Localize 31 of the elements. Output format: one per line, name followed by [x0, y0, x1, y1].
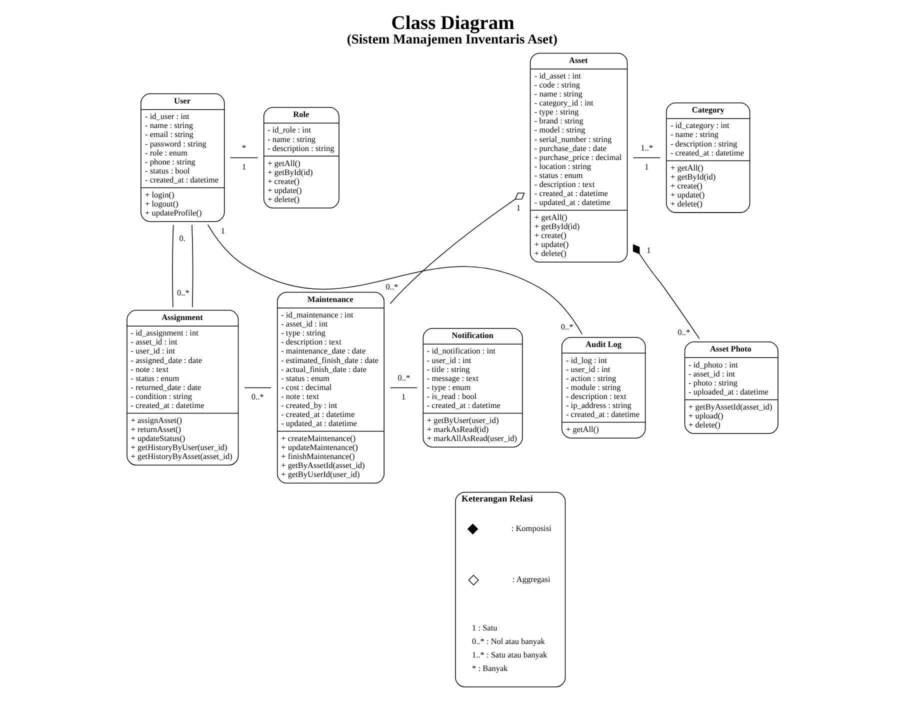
connector	[172, 224, 174, 308]
label: 1..*	[640, 143, 654, 152]
connector	[207, 224, 582, 335]
label: 1	[220, 226, 225, 236]
legend-label: : Komposisi	[511, 524, 552, 534]
connector	[192, 224, 194, 308]
connector	[390, 192, 525, 304]
label: 0..*	[251, 392, 264, 402]
label: 0..*	[386, 282, 398, 292]
connector	[632, 157, 661, 158]
legend-label: 1 : Satu	[472, 623, 498, 632]
connector	[390, 387, 418, 388]
label: 1	[242, 162, 246, 172]
label: 0..*	[398, 373, 410, 382]
label: 0..*	[678, 328, 690, 337]
label: 1	[644, 162, 649, 172]
connector	[230, 157, 258, 158]
diagram-title: Class Diagram	[391, 13, 514, 34]
label: 1	[401, 392, 406, 402]
label: 1	[516, 204, 520, 213]
label: 0..*	[177, 288, 190, 298]
label: *	[242, 143, 246, 152]
label: 1	[646, 246, 651, 255]
legend-label: 0..* : Nol atau banyak	[472, 636, 545, 646]
label: 0..*	[560, 322, 574, 332]
legend-label: 1..* : Satu atau banyak	[472, 650, 548, 660]
connector	[244, 387, 272, 388]
legend-label: : Aggregasi	[512, 575, 550, 584]
label: 0.	[179, 234, 186, 243]
connector	[632, 244, 700, 340]
legend-label: * : Banyak	[472, 664, 508, 673]
